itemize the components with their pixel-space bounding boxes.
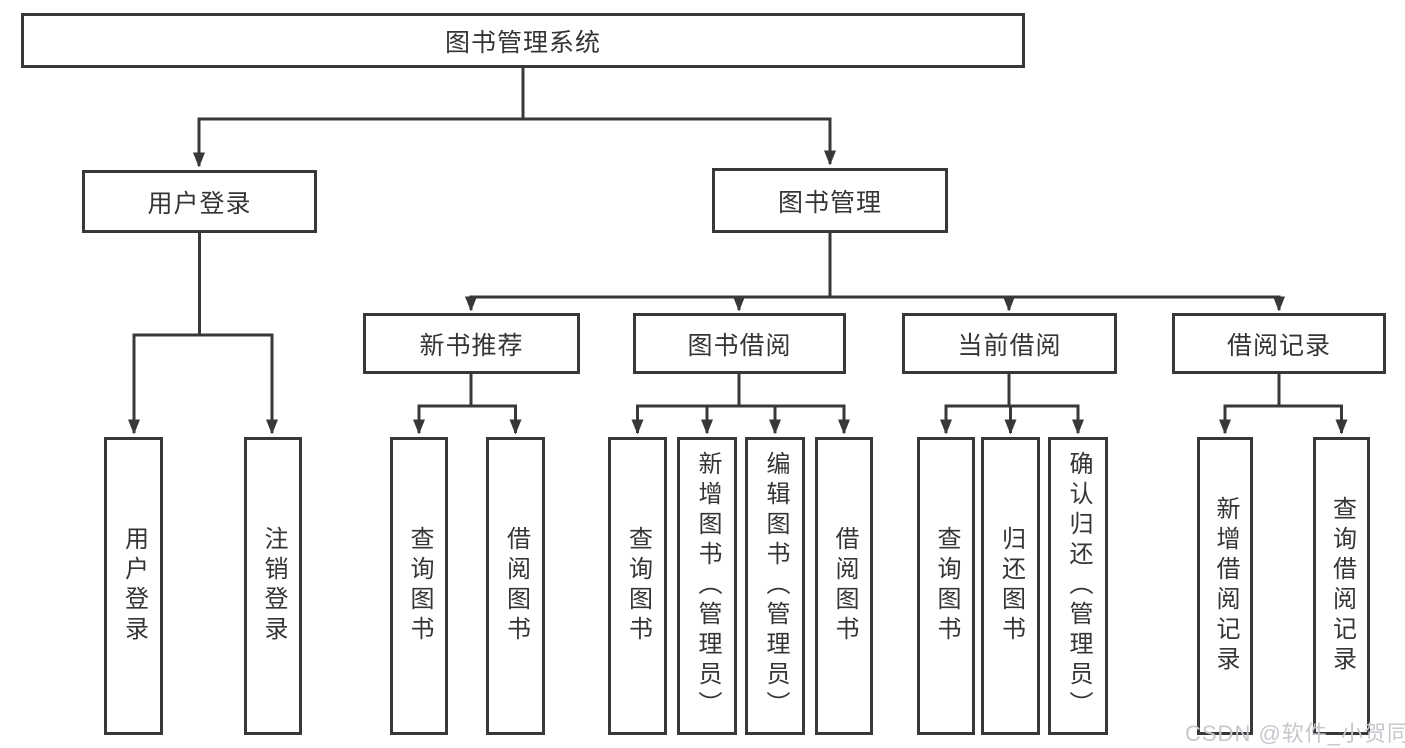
leaf-query-books: 查询图书	[390, 437, 448, 735]
node-user-login: 用户登录	[82, 170, 317, 233]
csdn-watermark: CSDN @软件_小贺同学	[1185, 721, 1405, 746]
leaf-return-books: 归还图书	[981, 437, 1040, 735]
leaf-query-borrow-record: 查询借阅记录	[1313, 437, 1370, 735]
node-label: 新书推荐	[419, 331, 524, 360]
node-label: 图书管理系统	[444, 28, 601, 57]
node-label: 借阅记录	[1226, 331, 1331, 360]
leaf-logout: 注销登录	[244, 437, 302, 735]
node-label: 图书管理	[777, 188, 882, 217]
leaf-borrow-books: 借阅图书	[815, 437, 873, 735]
leaf-label: 借阅图书	[502, 526, 530, 646]
node-label: 图书借阅	[687, 331, 792, 360]
leaf-label: 新增借阅记录	[1212, 496, 1239, 676]
leaf-edit-books-admin: 编辑图书（管理员）	[745, 437, 805, 735]
leaf-add-borrow-record: 新增借阅记录	[1197, 437, 1253, 735]
node-current-borrowing: 当前借阅	[902, 313, 1117, 374]
leaf-label: 查询借阅记录	[1328, 496, 1356, 676]
leaf-user-login: 用户登录	[104, 437, 163, 735]
leaf-label: 新增图书（管理员）	[694, 451, 721, 721]
node-label: 当前借阅	[957, 331, 1062, 360]
node-library-management-system: 图书管理系统	[21, 13, 1025, 68]
leaf-label: 查询图书	[406, 526, 433, 646]
leaf-confirm-return-admin: 确认归还（管理员）	[1048, 437, 1108, 735]
node-label: 用户登录	[147, 189, 252, 218]
leaf-label: 归还图书	[997, 526, 1025, 646]
leaf-label: 借阅图书	[831, 526, 858, 646]
node-book-management: 图书管理	[712, 168, 948, 233]
node-borrowing-records: 借阅记录	[1172, 313, 1386, 374]
leaf-label: 编辑图书（管理员）	[762, 451, 789, 721]
leaf-add-books-admin: 新增图书（管理员）	[677, 437, 737, 735]
leaf-label: 查询图书	[933, 526, 960, 646]
node-new-book-recommend: 新书推荐	[363, 313, 580, 374]
leaf-borrow-books: 借阅图书	[486, 437, 545, 735]
leaf-label: 用户登录	[120, 526, 148, 646]
node-book-borrowing: 图书借阅	[633, 313, 846, 374]
leaf-label: 确认归还（管理员）	[1065, 451, 1092, 721]
leaf-query-books: 查询图书	[917, 437, 975, 735]
leaf-label: 注销登录	[260, 526, 287, 646]
leaf-label: 查询图书	[624, 526, 652, 646]
leaf-query-books: 查询图书	[608, 437, 667, 735]
